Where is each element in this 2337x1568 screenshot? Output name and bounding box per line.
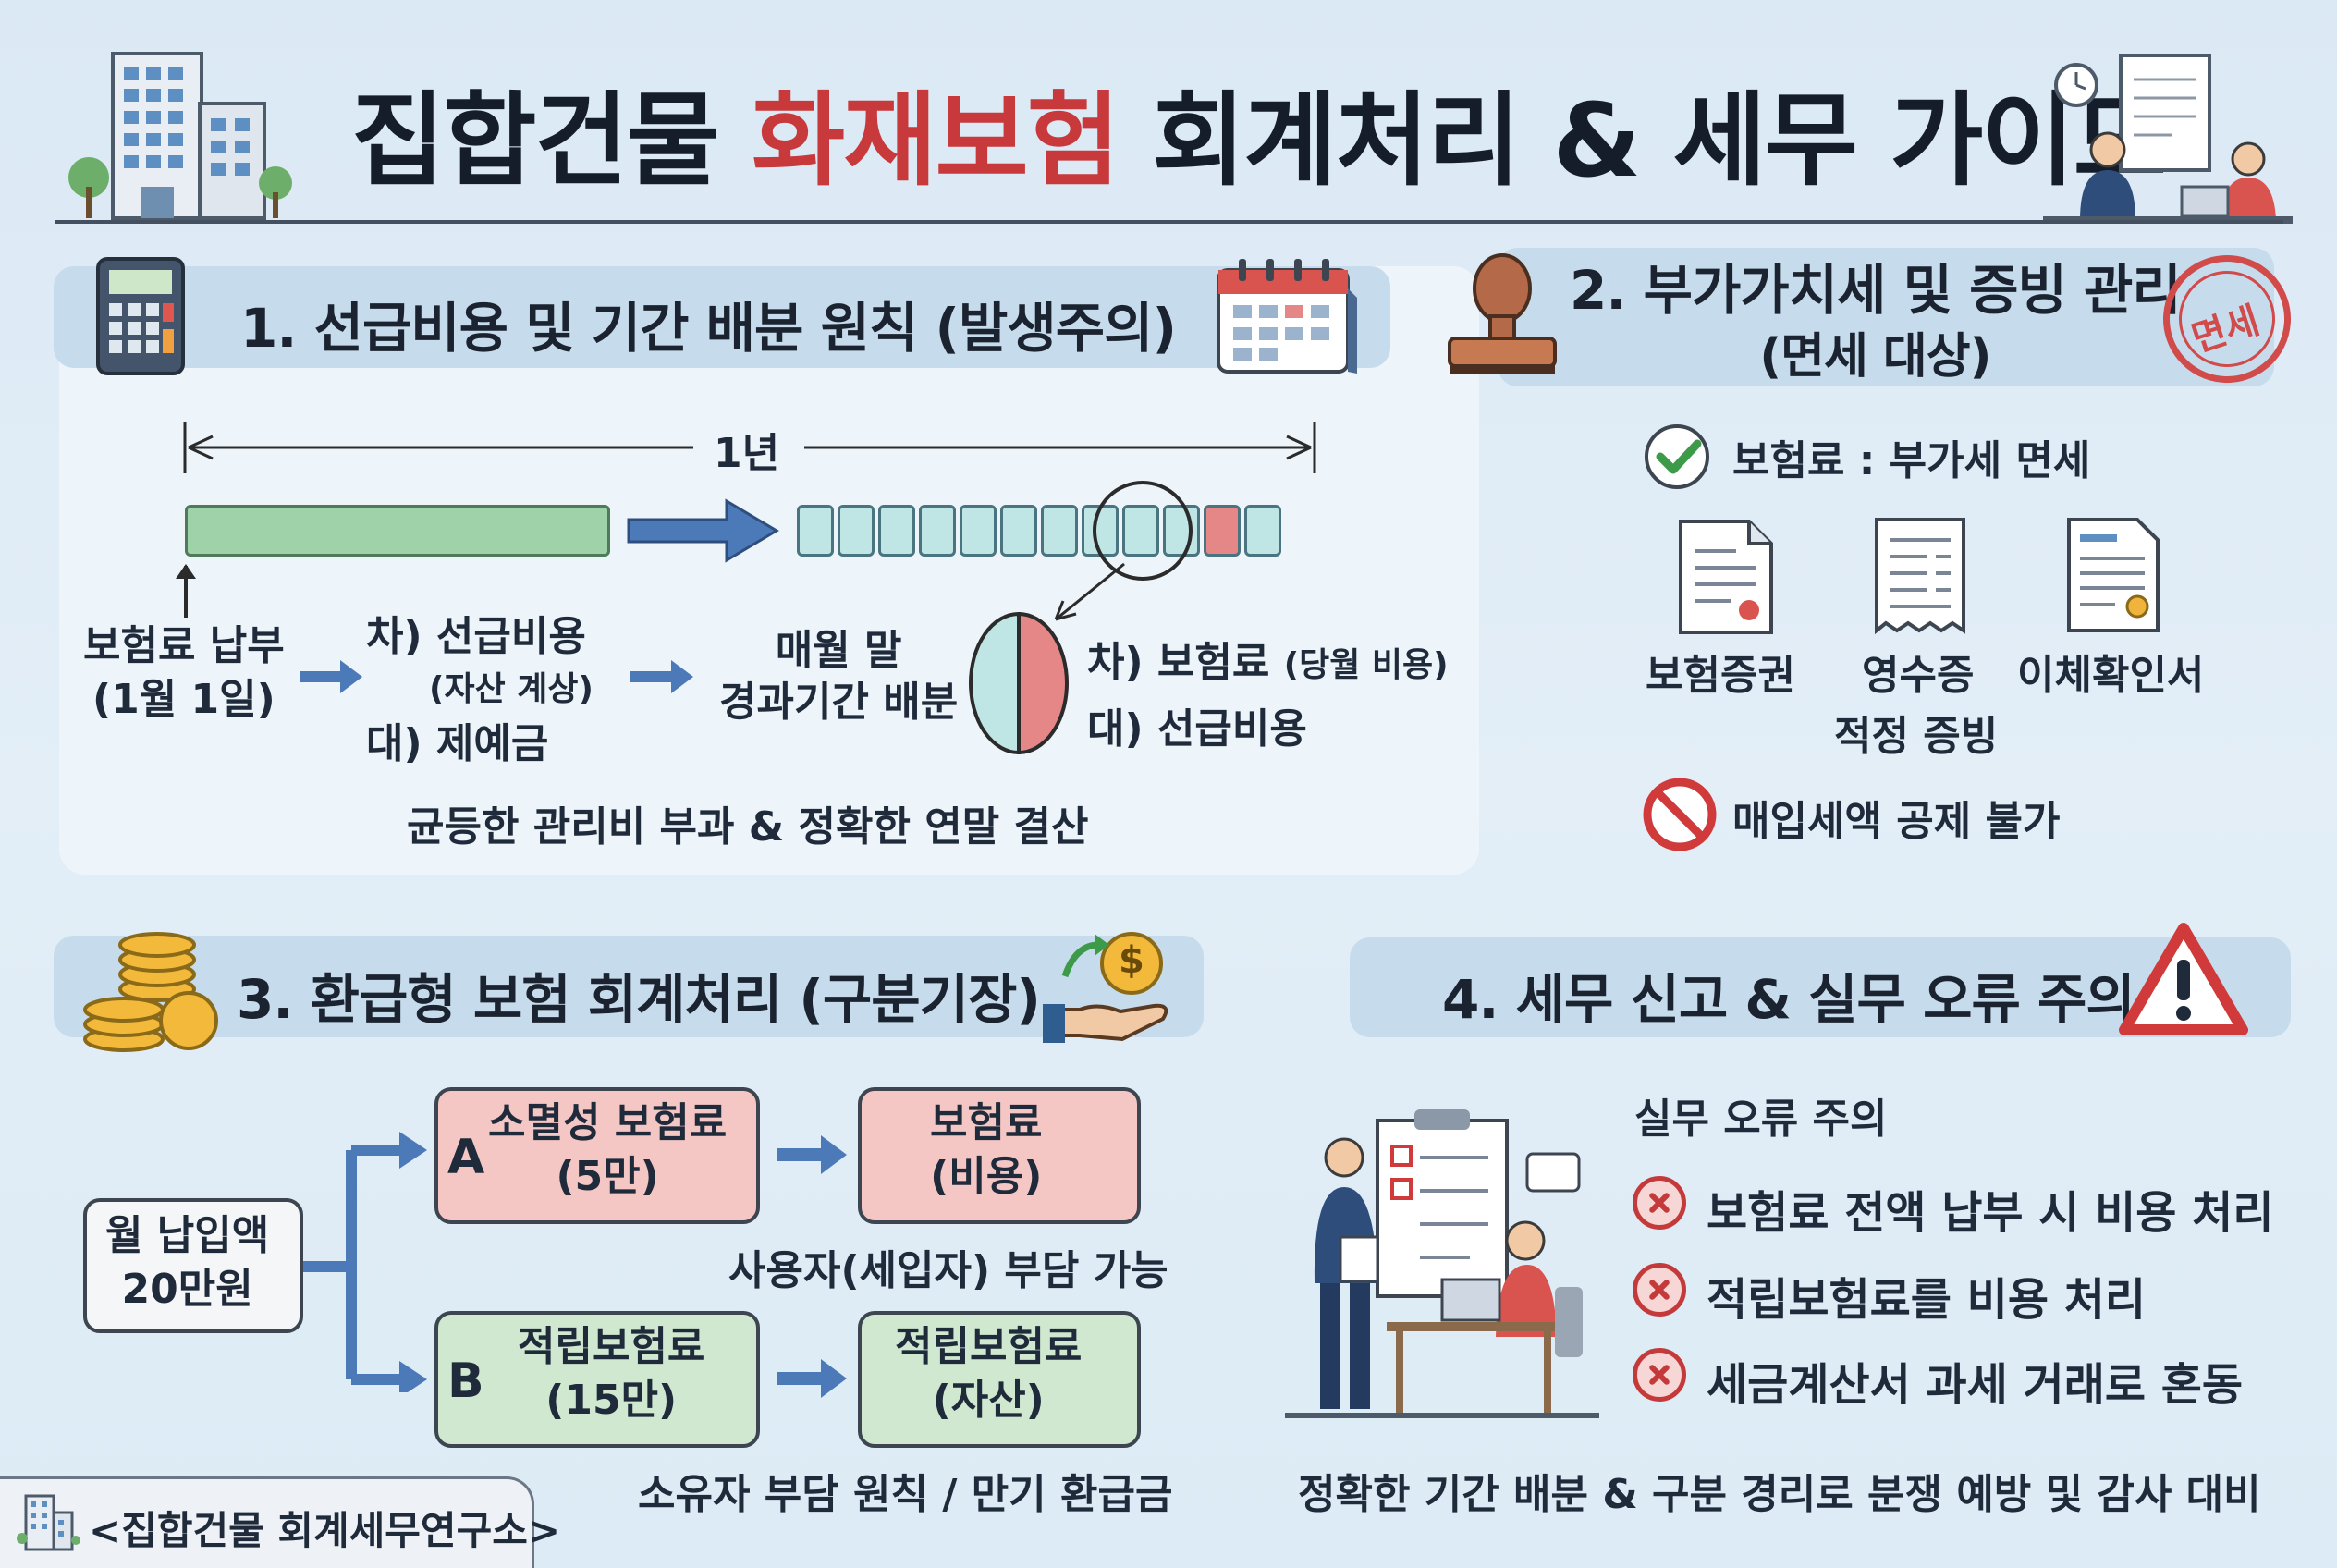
b-result: 적립보험료 (자산) <box>895 1323 1083 1424</box>
vat-exempt-label: 보험료 : 부가세 면세 <box>1732 437 2091 484</box>
error-x-icon-2 <box>1633 1263 1686 1317</box>
month-segment <box>1122 505 1159 557</box>
section1-band <box>54 266 1390 368</box>
box-b-savings <box>434 1311 760 1448</box>
journal-entry-2: 차) 보험료 (당월 비용) 대) 선급비용 <box>1087 639 1449 753</box>
header-divider <box>55 220 2283 224</box>
magnifier-circle <box>1054 481 1193 621</box>
monthly-payment-box <box>83 1198 303 1333</box>
month-segment <box>1041 505 1078 557</box>
arrow-right-icon <box>627 498 779 563</box>
error-item-3: 세금계산서 과세 거래로 혼동 <box>1707 1359 2244 1411</box>
receipt-icon <box>1875 518 1965 635</box>
month-segment <box>919 505 956 557</box>
a-letter: A <box>447 1130 485 1185</box>
coin-dollar-symbol: $ <box>1119 939 1144 982</box>
month-segment <box>1000 505 1037 557</box>
month-segment <box>797 505 834 557</box>
section2-band <box>1498 248 2274 386</box>
timeline-dimension <box>183 422 1316 473</box>
docs-caption: 적정 증빙 <box>1834 713 1999 760</box>
transfer-confirmation-icon <box>2067 518 2160 632</box>
arrow-small-2 <box>630 660 693 693</box>
b-label: 적립보험료 (15만) <box>518 1323 705 1424</box>
a-result: 보험료 (비용) <box>930 1099 1043 1200</box>
box-a-expense <box>858 1087 1141 1224</box>
footer-tag-label: <집합건물 회계세무연구소> <box>89 1508 561 1553</box>
error-x-icon-1 <box>1633 1176 1686 1230</box>
prohibited-icon <box>1643 778 1717 851</box>
office-workers-icon <box>2043 54 2293 224</box>
split-ellipse <box>969 611 1069 755</box>
calculator-icon <box>96 257 185 375</box>
b-caption: 소유자 부담 원칙 / 만기 환급금 <box>638 1471 1173 1518</box>
error-x-icon-3 <box>1633 1348 1686 1402</box>
monthly-payment-label: 월 납입액 20만원 <box>105 1212 270 1313</box>
timeline-year-label: 1년 <box>714 430 780 477</box>
coin-stack-icon <box>83 932 218 1052</box>
doc-label-policy: 보험증권 <box>1646 652 1795 699</box>
error-item-1: 보험료 전액 납부 시 비용 처리 <box>1707 1187 2274 1239</box>
section3-band <box>54 936 1204 1037</box>
footer-tag <box>0 1476 534 1568</box>
arrow-up-icon <box>176 564 196 618</box>
calendar-icon <box>1217 259 1357 374</box>
month-segment <box>1244 505 1281 557</box>
section4-footer: 정확한 기간 배분 & 구분 경리로 분쟁 예방 및 감사 대비 <box>1298 1471 2261 1518</box>
warning-heading: 실무 오류 주의 <box>1634 1096 1888 1143</box>
journal-entry-1: 차) 선급비용 (자산 계상) 대) 제예금 <box>366 613 593 767</box>
arrow-a <box>777 1135 847 1174</box>
branch-arrows <box>303 1132 427 1392</box>
arrow-b <box>777 1359 847 1398</box>
section1-footer: 균등한 관리비 부과 & 정확한 연말 결산 <box>407 803 1089 851</box>
check-icon <box>1645 424 1709 489</box>
box-a-consumable <box>434 1087 760 1224</box>
seal-stamp-icon <box>1448 253 1557 374</box>
consultation-illustration <box>1285 1109 1599 1418</box>
building-icon <box>68 52 292 220</box>
page-title: 집합건물 화재보험 회계처리 & 세무 가이드 <box>351 81 2167 200</box>
no-input-tax-label: 매입세액 공제 불가 <box>1732 798 2061 845</box>
month-segment <box>1082 505 1119 557</box>
month-segment <box>960 505 997 557</box>
refund-hand-icon <box>1043 932 1168 1043</box>
section1-title: 1. 선급비용 및 기간 배분 원칙 (발생주의) <box>240 297 1177 360</box>
month-segment <box>838 505 875 557</box>
payment-label: 보험료 납부 (1월 1일) <box>83 622 285 723</box>
month-segment <box>1204 505 1241 557</box>
doc-label-receipt: 영수증 <box>1862 652 1975 699</box>
section3-title: 3. 환급형 보험 회계처리 (구분기장) <box>237 968 1041 1031</box>
section2-title: 2. 부가가치세 및 증빙 관리 (면세 대상) <box>1570 259 2182 385</box>
warning-icon <box>2119 923 2248 1035</box>
doc-label-transfer: 이체확인서 <box>2017 652 2205 699</box>
error-item-2: 적립보험료를 비용 처리 <box>1707 1274 2147 1326</box>
monthly-allocation-label: 매월 말 경과기간 배분 <box>719 627 959 726</box>
month-segment <box>1163 505 1200 557</box>
footer-building-icon <box>17 1494 80 1551</box>
month-segment <box>878 505 915 557</box>
b-letter: B <box>447 1354 484 1409</box>
a-caption: 사용자(세입자) 부담 가능 <box>728 1247 1168 1294</box>
policy-document-icon <box>1679 520 1773 634</box>
arrow-small-1 <box>300 660 362 693</box>
prepaid-bar <box>185 505 610 557</box>
box-b-asset <box>858 1311 1141 1448</box>
a-label: 소멸성 보험료 (5만) <box>488 1099 728 1200</box>
section4-title: 4. 세무 신고 & 실무 오류 주의 <box>1442 968 2135 1031</box>
